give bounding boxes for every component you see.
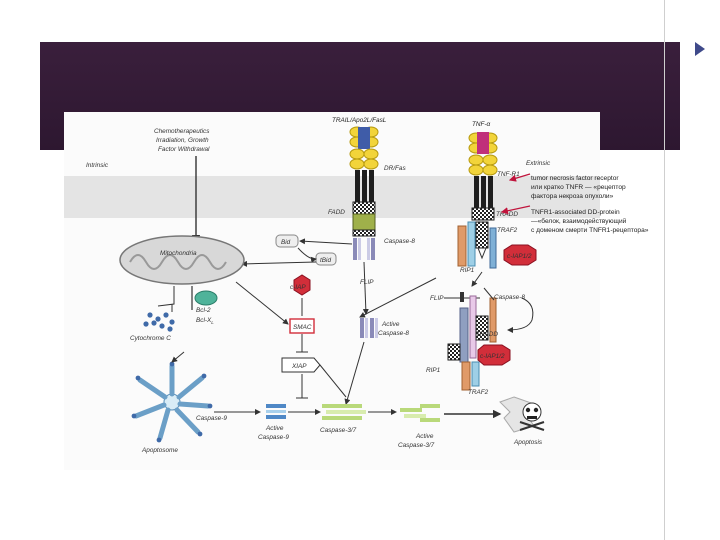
rip1-lower-label: RIP1 <box>426 367 441 374</box>
mito-release-arrow <box>157 286 175 307</box>
stimulus-withdrawal: Factor Withdrawal <box>158 146 210 153</box>
ciap-left-label: c-IAP <box>290 284 306 291</box>
bclxl-text: Bcl-X <box>196 317 212 324</box>
slide-divider <box>664 0 665 540</box>
slide-bullet-icon <box>695 42 705 56</box>
traf2-label: TRAF2 <box>497 227 518 234</box>
apoptosome-wheel <box>131 361 213 443</box>
casp8-activation-arrow <box>362 261 369 315</box>
active-caspase9 <box>266 404 286 419</box>
active-casp37-line2: Caspase-3/7 <box>398 442 435 449</box>
ciap12-octagon <box>503 244 537 266</box>
procaspase8-complex <box>353 238 375 260</box>
tnf-receptor <box>468 132 498 221</box>
mitochondria <box>119 235 245 285</box>
caspase9-label: Caspase-9 <box>196 415 227 422</box>
active-casp8-line1: Active <box>381 321 400 328</box>
stimulus-irradiation: Irradiation, Growth <box>156 137 209 144</box>
tnf-to-complex2-arrow <box>471 271 483 287</box>
casp8-to-casp37-arrow <box>344 341 365 405</box>
mitochondria-label: Mitochondria <box>160 250 197 257</box>
active-caspase37 <box>400 404 440 422</box>
active-casp8-line2: Caspase-8 <box>378 330 409 337</box>
tnf-complex-2 <box>447 287 497 391</box>
trail-label: TRAIL/Apo2L/FasL <box>332 117 387 124</box>
ciap12-lower-label: c-IAP1/2 <box>480 353 505 360</box>
skull-icon <box>499 396 545 433</box>
tradd-annotation-arrow <box>500 205 531 215</box>
cytochrome-c-cluster <box>143 312 175 332</box>
bclxl-subscript: L <box>211 320 214 325</box>
flip-upper-label: FLIP <box>360 279 374 286</box>
bid-box <box>275 234 299 248</box>
fadd-label: FADD <box>328 209 345 216</box>
bclxl-label: Bcl-XL <box>196 317 214 325</box>
tradd-lower-label: TRADD <box>476 331 498 338</box>
tradd-label: TRADD <box>496 211 518 218</box>
caspase8-lower-label: Caspase-8 <box>494 294 525 301</box>
procaspase37 <box>322 404 366 420</box>
intrinsic-label: Intrinsic <box>86 162 109 169</box>
ciap-left-octagon <box>293 274 311 296</box>
tnf-complex-1 <box>457 221 497 269</box>
dr-fas-label: DR/Fas <box>384 165 406 172</box>
rip1-label: RIP1 <box>460 267 475 274</box>
active-casp37-line1: Active <box>415 433 434 440</box>
bid-to-tbid-arrow <box>297 247 317 263</box>
caspase37-label: Caspase-3/7 <box>320 427 357 434</box>
caspase8-feedback-arrow <box>507 297 534 333</box>
apoptosome-label: Apoptosome <box>141 447 178 454</box>
apoptosis-label: Apoptosis <box>513 439 543 446</box>
cytc-to-apoptosome-arrow <box>171 351 185 363</box>
casp8-to-bid-arrow <box>299 238 353 245</box>
active-casp9-line1: Active <box>265 425 284 432</box>
membrane-band <box>64 176 600 218</box>
smac-label: SMAC <box>293 324 312 331</box>
tnf-alpha-label: TNF-α <box>472 121 491 128</box>
tnf-r1-label: TNF-R1 <box>497 171 520 178</box>
mito-to-smac-arrow <box>235 281 289 325</box>
extrinsic-flip-label: FLIP <box>430 295 444 302</box>
active-casp9-line2: Caspase-9 <box>258 434 289 441</box>
bcl2-protein <box>194 290 218 306</box>
diagram-panel: Chemotherapeutics Irradiation, Growth Fa… <box>64 112 600 470</box>
tnfr-annotation-arrow <box>508 173 531 182</box>
caspase8-pro-label: Caspase-8 <box>384 238 415 245</box>
bid-label: Bid <box>281 239 291 246</box>
active-caspase8 <box>360 318 378 338</box>
ciap12-label: c-IAP1/2 <box>507 253 532 260</box>
complex2-to-casp8-arrow <box>359 277 437 318</box>
cytochrome-c-label: Cytochrome C <box>130 335 171 342</box>
death-receptor <box>349 126 379 237</box>
ciap12-lower-octagon <box>477 344 511 366</box>
traf2-lower-label: TRAF2 <box>468 389 489 396</box>
xiap-box <box>281 357 321 373</box>
extrinsic-label: Extrinsic <box>526 160 551 167</box>
bcl2-label: Bcl-2 <box>196 307 211 314</box>
xiap-label: XIAP <box>291 363 307 370</box>
apoptosis-pathway-diagram: Chemotherapeutics Irradiation, Growth Fa… <box>64 117 600 454</box>
smac-box <box>289 318 315 334</box>
xiap-inhibit-casp37 <box>319 364 347 398</box>
tbid-to-mito-arrow <box>241 260 317 267</box>
stimulus-chemo: Chemotherapeutics <box>154 128 210 135</box>
tbid-label: tBid <box>320 257 331 264</box>
